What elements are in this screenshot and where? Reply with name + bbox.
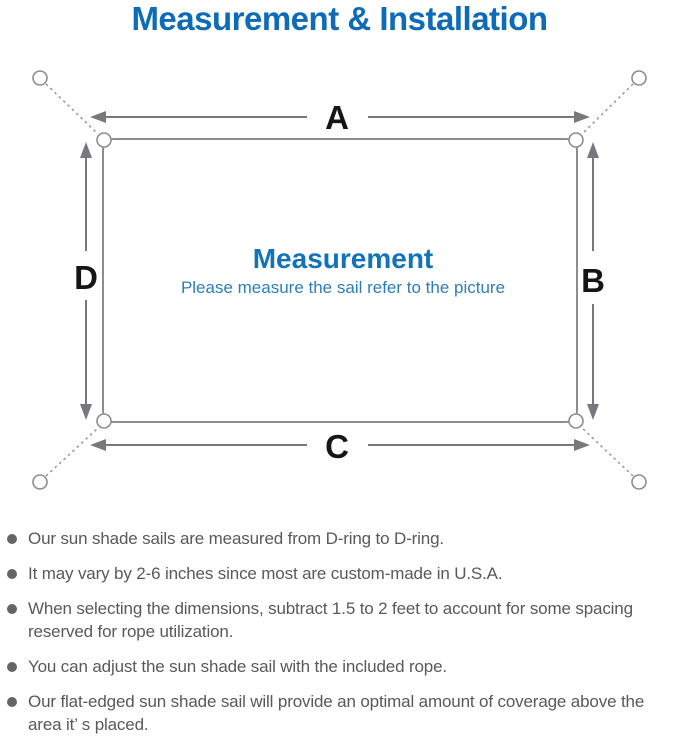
dimension-arrow-a: A	[90, 99, 590, 136]
d-ring-top-left	[96, 132, 112, 148]
arrow-a-right-head	[574, 111, 590, 123]
d-ring-bottom-right	[568, 413, 584, 429]
rope-top-right	[581, 83, 634, 135]
d-ring-corners	[96, 132, 584, 429]
note-item-1: Our sun shade sails are measured from D-…	[6, 527, 677, 550]
arrow-c-right-head	[574, 439, 590, 451]
note-item-4: You can adjust the sun shade sail with t…	[6, 655, 677, 678]
sail-measurement-diagram: A C D B Measurement Pl	[32, 70, 647, 490]
arrow-c-left-head	[90, 439, 106, 451]
dimension-arrow-b: B	[581, 142, 605, 420]
sail-center-caption: Measurement Please measure the sail refe…	[181, 243, 505, 297]
rope-bottom-right	[581, 427, 634, 477]
note-item-5: Our flat-edged sun shade sail will provi…	[6, 690, 677, 736]
arrow-d-bottom-head	[80, 404, 92, 420]
dimension-label-b: B	[581, 262, 605, 299]
anchor-ring-bottom-right	[631, 474, 647, 490]
anchor-ring-bottom-left	[32, 474, 48, 490]
note-item-3: When selecting the dimensions, subtract …	[6, 597, 677, 643]
notes-list: Our sun shade sails are measured from D-…	[6, 527, 677, 739]
anchor-rings	[32, 70, 647, 490]
measurement-heading: Measurement	[253, 243, 434, 274]
d-ring-bottom-left	[96, 413, 112, 429]
dimension-arrow-d: D	[74, 142, 98, 420]
arrow-b-bottom-head	[587, 404, 599, 420]
page-title: Measurement & Installation	[131, 0, 548, 37]
measurement-subtitle: Please measure the sail refer to the pic…	[181, 278, 505, 297]
arrow-a-left-head	[90, 111, 106, 123]
tension-ropes	[45, 83, 634, 477]
dimension-arrow-c: C	[90, 428, 590, 465]
anchor-ring-top-left	[32, 70, 48, 86]
dimension-label-d: D	[74, 259, 98, 296]
dimension-label-a: A	[325, 99, 349, 136]
d-ring-top-right	[568, 132, 584, 148]
note-item-2: It may vary by 2-6 inches since most are…	[6, 562, 677, 585]
rope-top-left	[45, 83, 99, 135]
arrow-d-top-head	[80, 142, 92, 158]
rope-bottom-left	[45, 427, 99, 477]
anchor-ring-top-right	[631, 70, 647, 86]
arrow-b-top-head	[587, 142, 599, 158]
dimension-label-c: C	[325, 428, 349, 465]
shade-sail-outline	[102, 138, 578, 423]
